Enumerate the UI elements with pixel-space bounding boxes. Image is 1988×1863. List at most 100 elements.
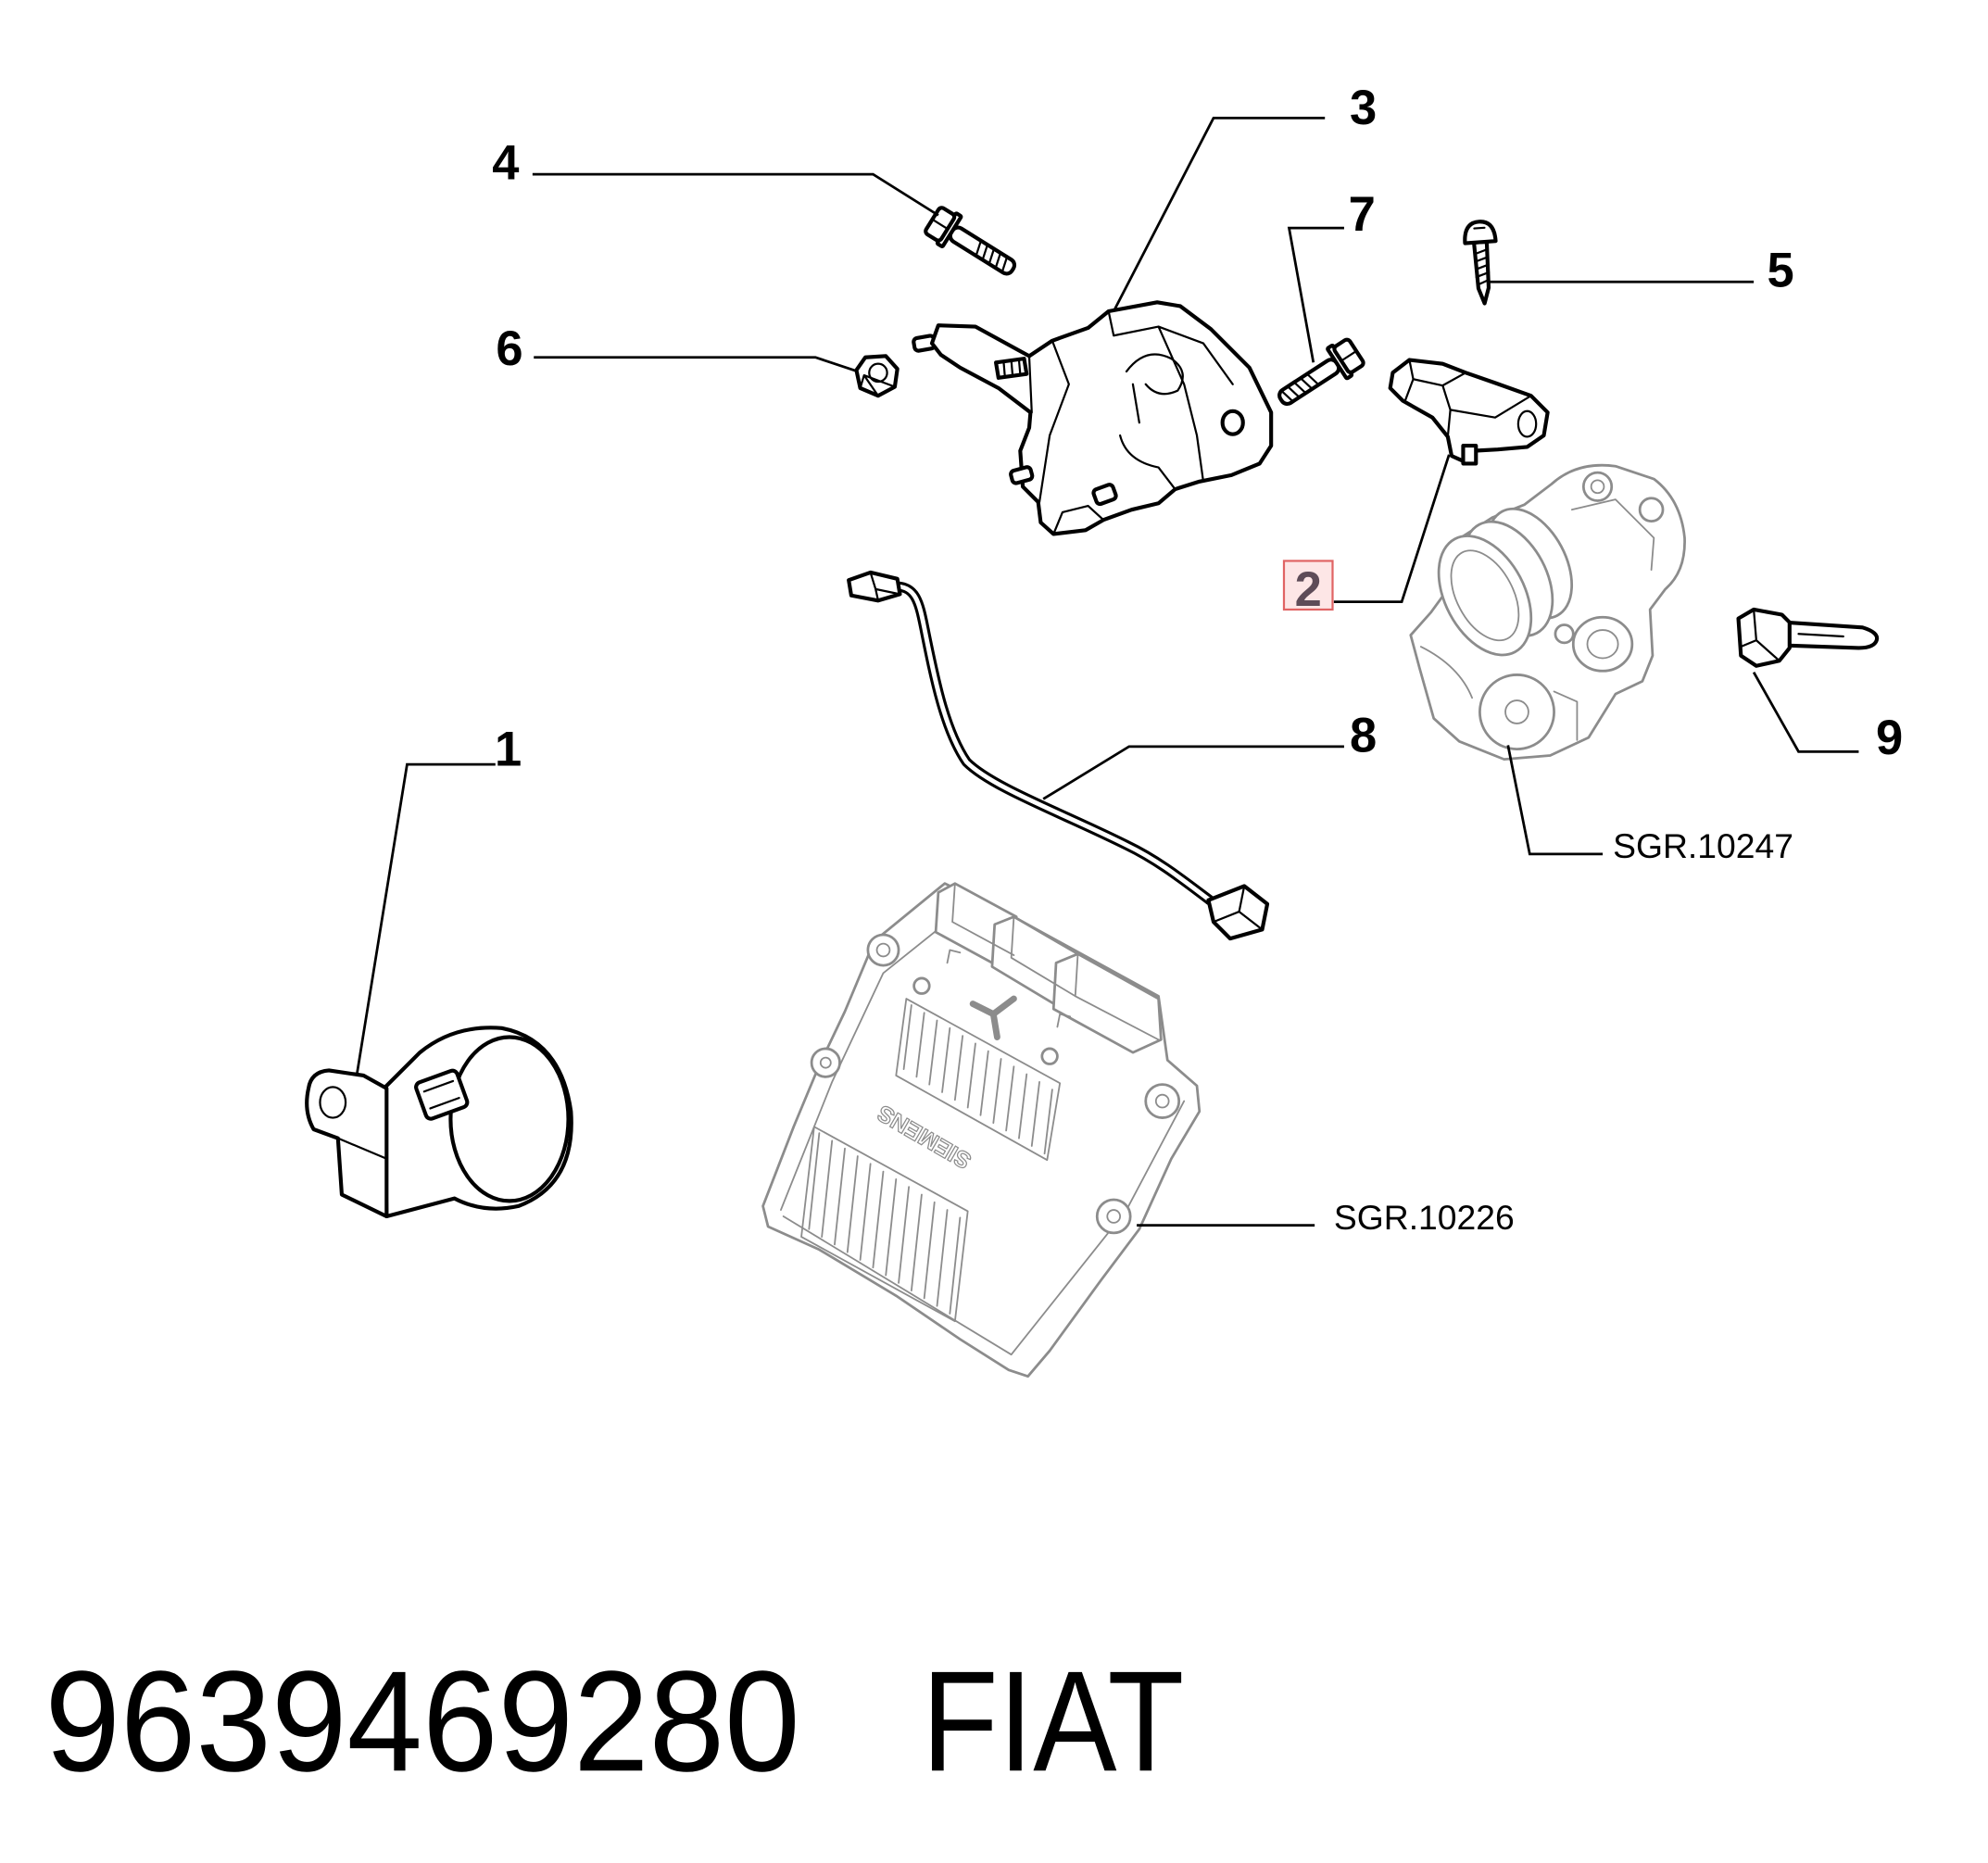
- leader-line-3: [1112, 116, 1326, 312]
- sensor-bracket: [305, 1068, 389, 1219]
- bracket-stud: [1009, 465, 1035, 485]
- throttle-lower-edges: [1419, 646, 1579, 741]
- leader-line-sgr-10247: [1506, 745, 1604, 856]
- throttle-actuator-cap: [1586, 629, 1619, 660]
- bracket-stud: [1091, 483, 1118, 507]
- brand-name: FIAT: [922, 1641, 1184, 1801]
- throttle-motor: [1478, 673, 1555, 750]
- leader-line-8: [1042, 745, 1344, 800]
- bracket-latch: [1119, 353, 1184, 491]
- leader-line-6: [534, 356, 859, 373]
- cable-connector-right-edges: [1212, 885, 1264, 931]
- bulb-base-tabs: [1740, 608, 1780, 662]
- ecu-connector-faces: [951, 882, 1160, 1041]
- screw-part-5: [1463, 220, 1498, 306]
- ecu-nut-hole: [875, 942, 891, 958]
- callouts: 1 2 3 4 5 6 7 8 9 SGR.10247 SGR.10226: [492, 81, 1903, 1237]
- nut-body: [854, 354, 900, 398]
- callout-8[interactable]: 8: [1350, 708, 1377, 762]
- bolt-part-7: [1277, 337, 1365, 407]
- bulb-part-9: [1736, 607, 1880, 668]
- ecu-stud: [1040, 1047, 1059, 1065]
- reference-sgr-10247[interactable]: SGR.10247: [1613, 826, 1793, 865]
- ecu-nut: [810, 1047, 841, 1078]
- callout-7[interactable]: 7: [1349, 187, 1376, 242]
- bolt-part-4: [924, 206, 1017, 276]
- reference-sgr-10226[interactable]: SGR.10226: [1334, 1198, 1515, 1237]
- cable-core: [893, 584, 1213, 903]
- leader-line-9: [1752, 671, 1859, 753]
- ecu-inner-edge: [780, 921, 1186, 1356]
- leader-line-7: [1287, 226, 1344, 363]
- nut-part-6: [854, 354, 900, 398]
- bolt-shaft: [1277, 358, 1341, 407]
- cable-connector-left-edges: [869, 571, 901, 602]
- throttle-body-assembly: [1409, 463, 1686, 762]
- bracket-hole: [319, 1086, 347, 1119]
- pressure-sensor-body: [1388, 358, 1550, 463]
- pressure-sensor-connector-face: [1404, 359, 1467, 401]
- ecu-nut-hole: [1154, 1093, 1170, 1109]
- ecu-corner-marks: [946, 949, 1072, 1028]
- intake-ring-front: [1437, 535, 1533, 657]
- bracket-fold-lines: [1027, 309, 1234, 503]
- bolt-head-facet: [1340, 349, 1358, 362]
- ecu-cooling-fins-upper: [902, 1004, 1053, 1155]
- bolt-thread: [1280, 372, 1320, 403]
- sensor-end-cap: [448, 1035, 571, 1203]
- throttle-housing-edges: [1571, 498, 1655, 572]
- ecu-nut: [1095, 1198, 1132, 1235]
- ecu-nut-hole: [1106, 1209, 1122, 1224]
- screw-thread: [1473, 248, 1491, 286]
- throttle-boss: [1581, 471, 1614, 502]
- bracket-stud-thread: [1002, 359, 1022, 378]
- bolt-thread: [975, 239, 1009, 273]
- ecu-nut: [866, 933, 900, 967]
- bracket-lower-lip: [1052, 504, 1105, 535]
- pressure-sensor-edges: [1441, 384, 1532, 438]
- ecu-nut: [1144, 1083, 1181, 1119]
- leader-line-4: [532, 172, 939, 217]
- sensor-connector: [414, 1068, 470, 1121]
- bracket-bend-line: [336, 1137, 388, 1160]
- ecu-mounting-nuts: [810, 933, 1181, 1235]
- callout-2[interactable]: 2: [1295, 562, 1322, 617]
- cable-part-8: [847, 570, 1270, 941]
- footer: 9639469280 FIAT: [44, 1641, 1184, 1801]
- ecu-tri-spoke-mark: [969, 995, 1017, 1040]
- pressure-sensor-mount-hole: [1516, 409, 1538, 438]
- ecu-assembly: SIEMENS: [761, 882, 1202, 1378]
- throttle-screw: [1554, 623, 1575, 645]
- throttle-actuator: [1571, 615, 1634, 673]
- callout-1[interactable]: 1: [495, 723, 522, 777]
- bulb-filament: [1797, 633, 1844, 638]
- callout-5[interactable]: 5: [1768, 244, 1794, 298]
- ecu-stud: [912, 976, 931, 995]
- ecu-cooling-fins-lower: [808, 1132, 962, 1315]
- part-number: 9639469280: [44, 1641, 799, 1801]
- throttle-motor-hub: [1504, 699, 1529, 724]
- callout-2-highlight-box[interactable]: [1282, 560, 1334, 611]
- pressure-sensor-part-2: [1388, 358, 1550, 466]
- throttle-boss: [1638, 497, 1665, 523]
- callout-4[interactable]: 4: [492, 136, 519, 191]
- throttle-boss-hole: [1590, 479, 1605, 495]
- callout-9[interactable]: 9: [1876, 711, 1903, 765]
- cable-sheath: [890, 581, 1215, 906]
- intake-bore: [1450, 549, 1520, 642]
- leader-line-2: [1333, 454, 1451, 604]
- screw-head-recess: [1473, 226, 1486, 230]
- leader-line-1: [356, 762, 496, 1074]
- callout-3[interactable]: 3: [1350, 81, 1377, 135]
- bulb-base: [1736, 607, 1792, 668]
- nut-hole: [868, 362, 888, 384]
- ecu-nut-hole: [819, 1056, 832, 1069]
- bracket-part-3: [912, 300, 1274, 536]
- leader-lines: [356, 116, 1859, 1227]
- sensor-connector-ribs: [422, 1079, 460, 1110]
- bolt-head-facet: [931, 218, 950, 231]
- sensor-connector-shell: [414, 1068, 470, 1121]
- callout-6[interactable]: 6: [496, 321, 522, 376]
- pressure-sensor-nozzle: [1461, 444, 1478, 466]
